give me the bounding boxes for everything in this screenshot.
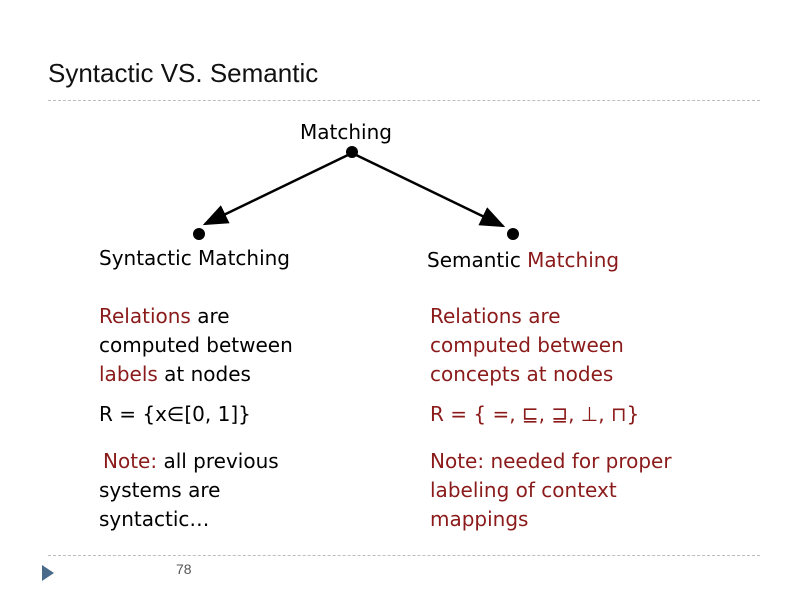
title-divider	[48, 100, 760, 101]
relations-keyword: Relations	[99, 304, 191, 328]
note-text-line2: labeling of context	[430, 478, 617, 502]
syntactic-node	[193, 228, 205, 240]
syntactic-note: Note: all previous systems are syntactic…	[99, 447, 279, 534]
note-text-line3: mappings	[430, 507, 529, 531]
semantic-heading: Semantic Matching	[427, 246, 619, 275]
root-node	[346, 146, 358, 158]
syntactic-formula: R = {x∈[0, 1]}	[99, 402, 251, 426]
slide-title: Syntactic VS. Semantic	[48, 58, 319, 88]
relations-line2: computed between	[430, 333, 624, 357]
syntactic-relations: Relations are computed between labels at…	[99, 302, 293, 389]
note-keyword: Note:	[103, 449, 158, 473]
concepts-keyword: concepts	[430, 362, 521, 386]
edge-to-syntactic	[202, 152, 351, 226]
nav-arrow-icon[interactable]	[40, 563, 56, 583]
semantic-note: Note: needed for proper labeling of cont…	[430, 447, 672, 534]
note-text: all previous	[157, 449, 279, 473]
root-label: Matching	[300, 120, 392, 144]
semantic-node	[507, 228, 519, 240]
note-text-line2: systems are	[99, 478, 221, 502]
note-text-line3: syntactic…	[99, 507, 210, 531]
syntactic-heading: Syntactic Matching	[99, 246, 291, 270]
labels-keyword: labels	[99, 362, 158, 386]
footer-divider	[48, 555, 760, 556]
semantic-formula: R = { =, ⊑, ⊒, ⊥, ⊓}	[430, 402, 640, 426]
semantic-heading-part2: Matching	[520, 248, 620, 272]
semantic-relations: Relations are computed between concepts …	[430, 302, 624, 389]
edge-to-semantic	[353, 152, 506, 228]
relations-text-line3: at nodes	[157, 362, 251, 386]
relations-line3: at nodes	[520, 362, 614, 386]
note-text: needed for proper	[484, 449, 672, 473]
relations-text: are	[190, 304, 230, 328]
relations-text-line2: computed between	[99, 333, 293, 357]
note-keyword: Note:	[430, 449, 485, 473]
relations-line1: Relations are	[430, 304, 561, 328]
semantic-heading-part1: Semantic	[427, 248, 521, 272]
page-number: 78	[176, 561, 192, 577]
